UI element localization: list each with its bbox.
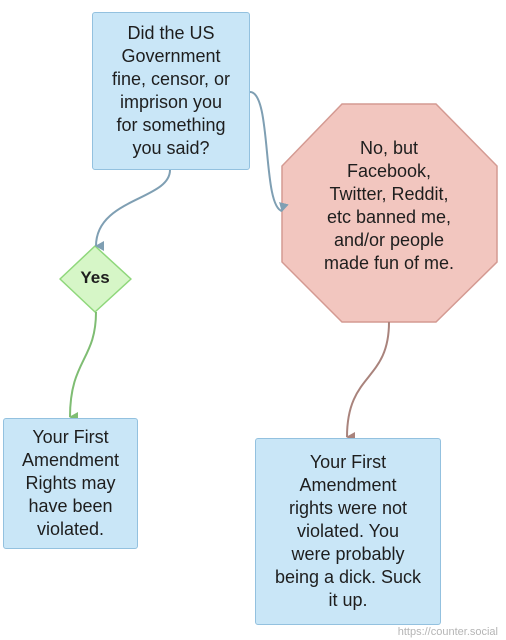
right-result-box: Your First Amendment rights were not vio…	[255, 438, 441, 625]
no-octagon-shape	[281, 103, 498, 323]
no-octagon-text: No, but Facebook, Twitter, Reddit, etc b…	[323, 138, 455, 273]
watermark: https://counter.social	[397, 626, 498, 638]
left-result-box: Your First Amendment Rights may have bee…	[3, 418, 138, 549]
left-result-text: Your First Amendment Rights may have bee…	[21, 427, 120, 539]
question-text: Did the US Government fine, censor, or i…	[111, 23, 231, 158]
arrow-question-to-yes	[95, 169, 171, 252]
yes-label: Yes	[80, 268, 110, 287]
arrow-question-to-no	[249, 91, 289, 212]
question-box: Did the US Government fine, censor, or i…	[92, 12, 250, 170]
arrow-yes-to-left-result	[69, 311, 97, 423]
arrow-no-to-right-result	[346, 321, 390, 443]
right-result-text: Your First Amendment rights were not vio…	[274, 452, 422, 610]
